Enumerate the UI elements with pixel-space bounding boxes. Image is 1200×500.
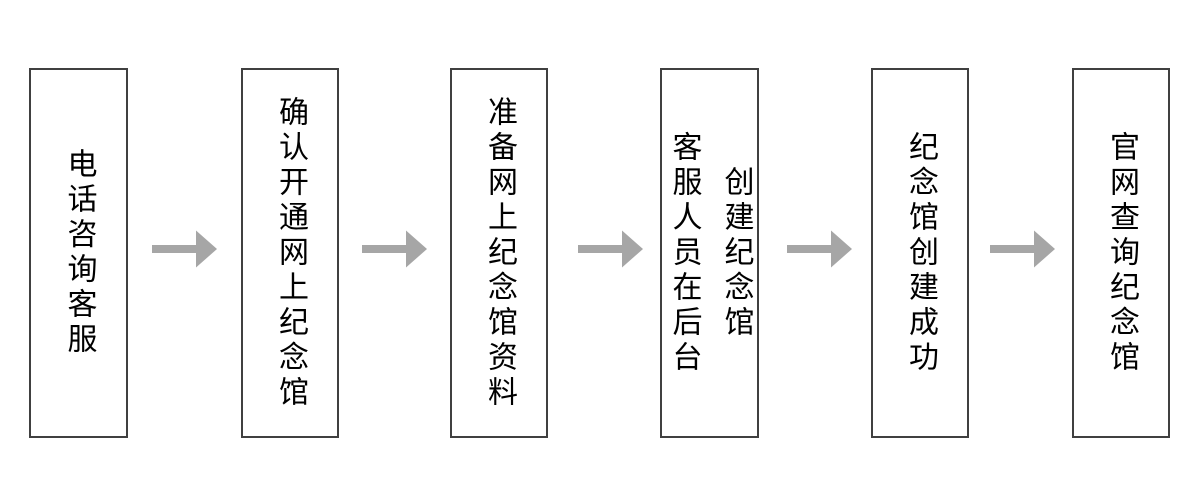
arrow-right-icon bbox=[578, 230, 643, 268]
arrow-right-icon bbox=[152, 230, 217, 268]
flow-step-3-label: 准备网上纪念馆资料 bbox=[483, 95, 516, 411]
flow-step-4-label: 客服人员在后台 创建纪念馆 bbox=[667, 130, 753, 376]
flow-step-box-1: 电话咨询客服 bbox=[29, 68, 128, 438]
arrow-right-icon bbox=[362, 230, 427, 268]
flow-step-5-label: 纪念馆创建成功 bbox=[904, 130, 937, 376]
flow-step-box-2: 确认开通网上纪念馆 bbox=[241, 68, 339, 438]
arrow-right-icon bbox=[787, 230, 852, 268]
flow-step-2-label: 确认开通网上纪念馆 bbox=[274, 95, 307, 411]
arrow-right-icon bbox=[990, 230, 1055, 268]
flow-step-box-4: 客服人员在后台 创建纪念馆 bbox=[660, 68, 759, 438]
flow-step-box-3: 准备网上纪念馆资料 bbox=[450, 68, 548, 438]
flow-step-1-label: 电话咨询客服 bbox=[62, 148, 96, 358]
flow-step-box-5: 纪念馆创建成功 bbox=[871, 68, 969, 438]
flow-step-box-6: 官网查询纪念馆 bbox=[1072, 68, 1170, 438]
flow-step-6-label: 官网查询纪念馆 bbox=[1105, 130, 1138, 376]
